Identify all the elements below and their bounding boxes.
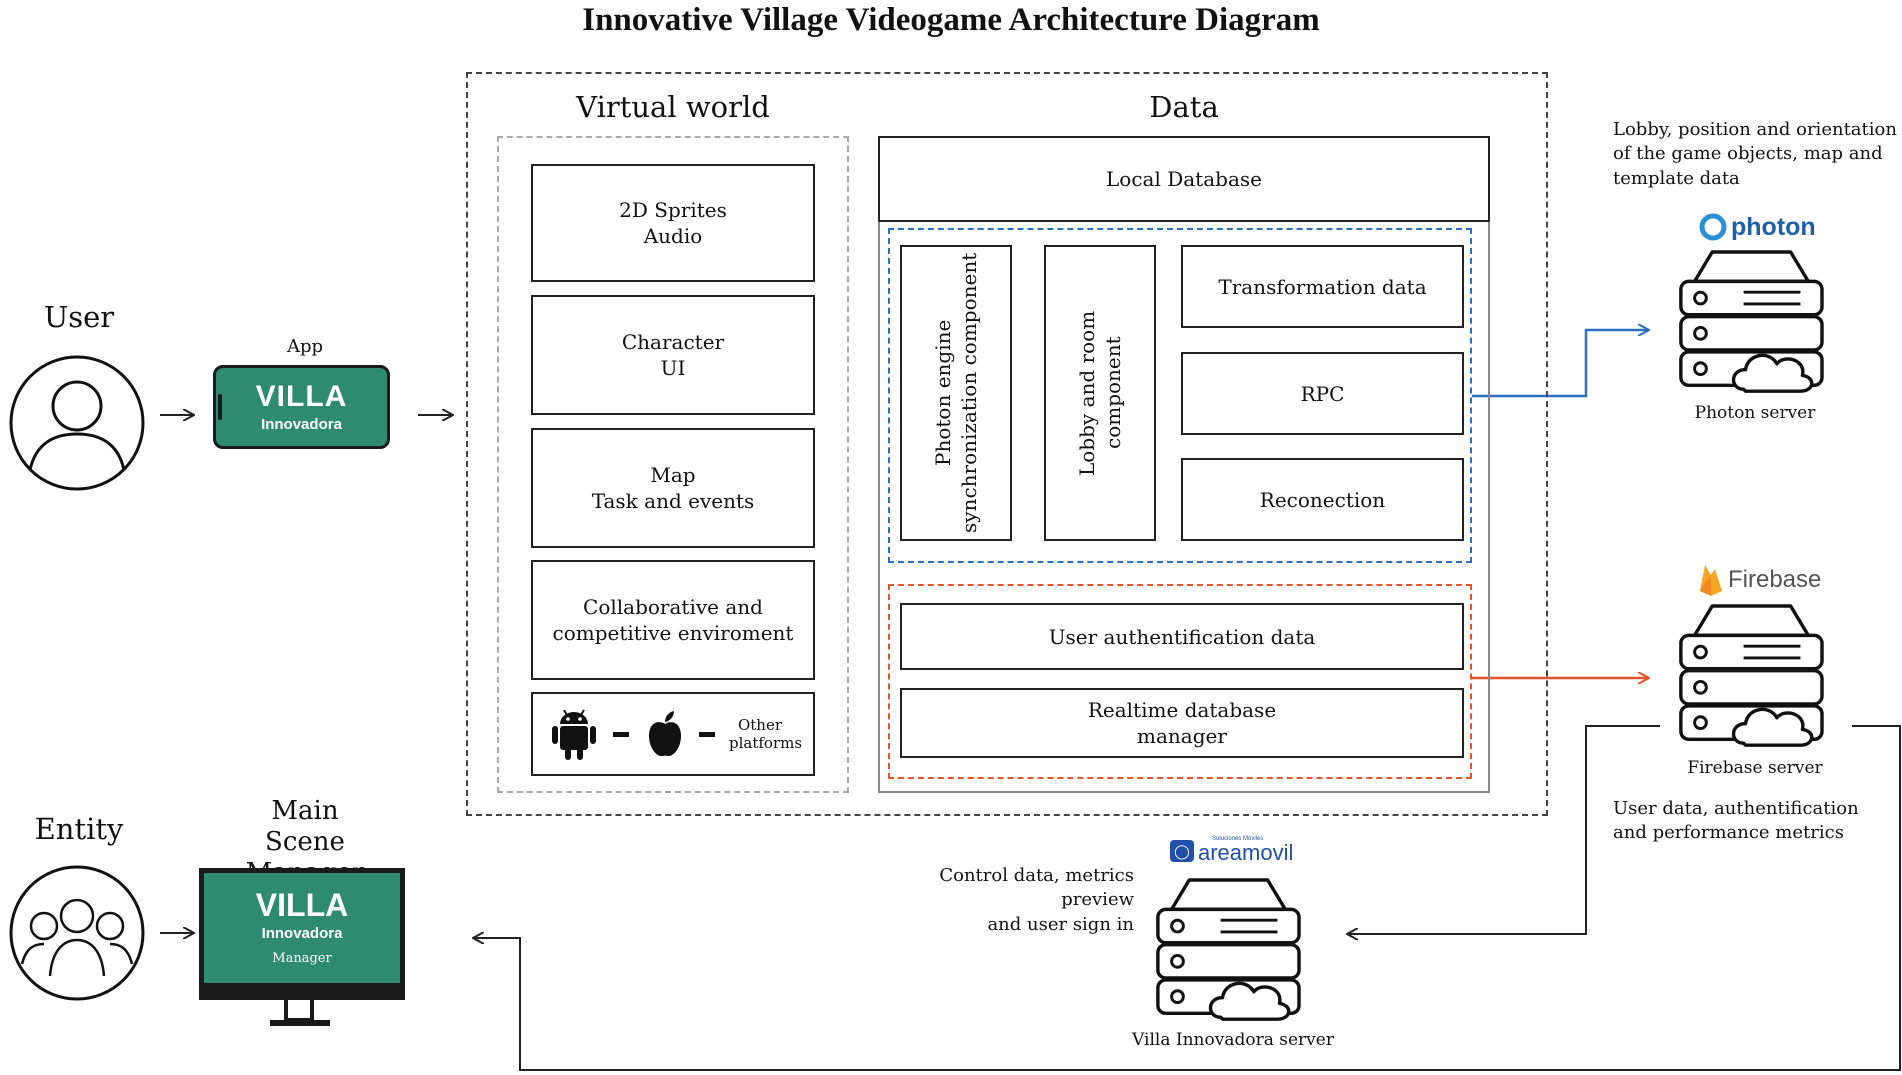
photon-brand-text: photon [1731,212,1816,241]
monitor-bezel [199,986,405,1000]
photon-note: Lobby, position and orientation of the g… [1613,118,1902,191]
areamovil-small-text: Soluciones Móviles [1212,836,1264,842]
vw-item-line: Character [621,330,725,354]
firebase-note: User data, authentification and performa… [1613,797,1902,846]
main-container [466,72,1548,816]
vw-item-line: competitive enviroment [552,621,794,645]
arrow-firebase-manager [474,725,1901,1071]
realtime-db-line: Realtime database [1087,698,1277,722]
areamovil-brand-text: areamovil [1198,840,1294,865]
dash-separator [699,731,715,737]
phone-notch [218,394,222,420]
firebase-brand-text: Firebase [1728,566,1822,593]
firebase-server-label: Firebase server [1687,758,1823,778]
reconnection: Reconection [1181,458,1464,541]
lobby-room-component: Lobby and room component [1044,245,1156,541]
android-icon [552,709,596,760]
photon-server-icon [1679,250,1824,393]
manager-logo-line3: Manager [272,951,332,966]
areamovil-brand: ◯ Soluciones Móviles areamovil [1170,836,1293,866]
app-logo-line1: VILLA [255,380,348,413]
photon-note-line: of the game objects, map and [1613,143,1883,165]
app-logo-line2: Innovadora [261,416,342,433]
firebase-note-line: User data, authentification [1613,798,1859,819]
photon-note-line: Lobby, position and orientation [1613,119,1897,140]
entity-group-icon [9,865,145,1001]
arrow-photon [1472,330,1648,398]
virtual-world-heading: Virtual world [576,90,770,124]
firebase-group [888,584,1472,779]
arrow-firebase-villa [1348,725,1660,934]
vw-item-line: 2D Sprites [619,198,727,222]
villa-server-icon [1156,878,1301,1021]
areamovil-text-wrap: Soluciones Móviles areamovil [1198,836,1293,866]
photon-server-label: Photon server [1694,403,1816,423]
dash-separator [613,731,629,737]
vw-item-line: Audio [643,224,703,248]
user-auth-data: User authentification data [900,603,1464,670]
data-heading: Data [1149,90,1219,124]
realtime-db-line: manager [1137,724,1227,748]
user-icon [9,355,145,491]
photon-note-line: template data [1613,167,1740,189]
areamovil-logo-icon: ◯ [1170,840,1194,862]
photon-group [888,228,1472,563]
villa-note-line: Control data, metrics preview [939,865,1134,911]
photon-brand: photon [1698,210,1816,244]
user-label: User [43,300,115,334]
vw-item-line: Task and events [591,489,755,513]
virtual-world-container [497,136,849,793]
photon-engine-component: Photon engine synchronization component [900,245,1012,541]
firebase-server-icon [1679,604,1824,747]
rpc: RPC [1181,352,1464,435]
manager-monitor: VILLA Innovadora Manager [199,868,405,988]
app-label: App [286,336,324,357]
firebase-note-line: and performance metrics [1613,822,1844,844]
manager-logo-line2: Innovadora [261,925,343,942]
vw-item-line: UI [660,356,686,380]
manager-logo-line1: VILLA [255,887,349,923]
vw-item-platforms: Other platforms [531,692,815,776]
vw-item-line: Collaborative and [583,595,763,619]
other-platforms-label: Other platforms [729,716,803,752]
villa-note: Control data, metrics preview and user s… [862,864,1134,937]
app-phone: VILLA Innovadora [213,365,390,449]
villa-note-line: and user sign in [987,913,1134,935]
diagram-title: Innovative Village Videogame Architectur… [582,2,1320,38]
local-database: Local Database [878,136,1490,222]
villa-server-label: Villa Innovadora server [1132,1030,1334,1050]
firebase-logo-icon [1700,565,1722,596]
firebase-brand: Firebase [1698,560,1821,600]
photon-logo-icon [1699,213,1727,241]
transformation-data: Transformation data [1181,245,1464,328]
monitor-base [270,1020,330,1026]
apple-icon [649,711,681,757]
vw-item-line: Map [650,463,696,487]
entity-label: Entity [34,812,124,846]
